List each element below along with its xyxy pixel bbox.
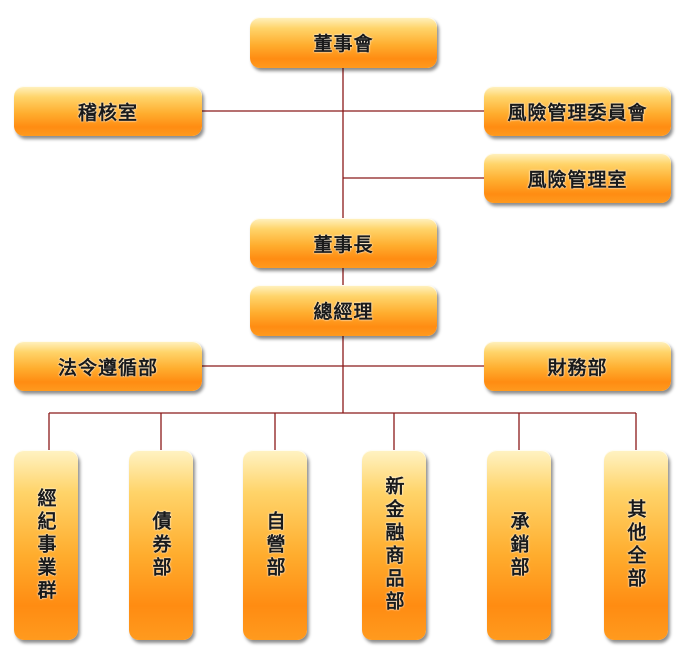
board-box: 董事會	[250, 17, 437, 68]
chairman-box: 董事長	[250, 218, 437, 268]
audit-box: 稽核室	[14, 86, 202, 136]
dept-underwriting-box: 承銷部	[487, 450, 551, 640]
dept-brokerage-box: 經紀事業群	[14, 450, 78, 640]
dept-bond-box: 債券部	[129, 450, 193, 640]
risk-office-box: 風險管理室	[484, 153, 671, 203]
dept-proprietary-box: 自營部	[243, 450, 307, 640]
compliance-box: 法令遵循部	[14, 341, 202, 391]
finance-box: 財務部	[484, 341, 671, 391]
risk-committee-box: 風險管理委員會	[484, 86, 671, 136]
dept-new-financial-products-box: 新金融商品部	[362, 450, 426, 640]
president-box: 總經理	[250, 285, 437, 336]
dept-others-box: 其他全部	[604, 450, 668, 640]
